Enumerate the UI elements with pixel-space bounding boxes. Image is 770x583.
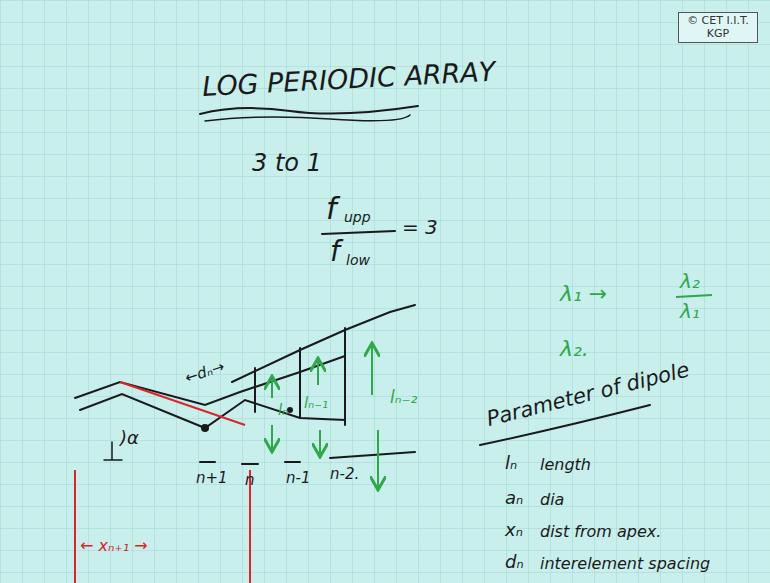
- green-arrows: [272, 295, 712, 488]
- frequency-symbol: f: [330, 237, 340, 268]
- title-underline: [205, 115, 410, 121]
- dipole-element: [254, 368, 256, 412]
- length-arrow: [317, 360, 319, 385]
- length-label: lₙ₋₁: [304, 395, 328, 412]
- subscript: upp: [344, 210, 371, 225]
- ratio-note: 3 to 1: [252, 150, 322, 176]
- red-line: [120, 382, 245, 425]
- dipole-lower-halves: [200, 452, 415, 464]
- element-index: n-1: [286, 470, 310, 487]
- apex-dot: [201, 424, 209, 432]
- envelope-line: [232, 305, 415, 382]
- dipole-element: [344, 328, 346, 425]
- wavelength-label: λ₁: [680, 300, 700, 322]
- frequency-symbol: f: [326, 192, 337, 225]
- length-arrow: [377, 430, 379, 488]
- subscript: low: [346, 253, 370, 268]
- wavelength-label: λ₂.: [560, 337, 589, 361]
- length-label: lₙ: [278, 402, 288, 419]
- parameter-name: length: [540, 456, 591, 474]
- fraction-bar: [676, 295, 712, 297]
- title-underline: [200, 106, 418, 114]
- length-arrow: [271, 425, 273, 450]
- element-index: n-2.: [330, 466, 359, 483]
- element-index: n: [245, 472, 255, 489]
- length-arrow: [271, 378, 273, 398]
- wavelength-label: λ₂: [680, 270, 700, 292]
- dipole-element: [299, 348, 301, 418]
- red-strokes: [75, 382, 250, 583]
- angle-mark: [104, 442, 122, 460]
- dimension-extent: [75, 470, 250, 583]
- feed-line: [80, 394, 345, 428]
- parameter-symbol: xₙ: [505, 520, 523, 540]
- fraction-bar: [322, 231, 395, 234]
- parameter-symbol: aₙ: [505, 488, 523, 508]
- length-label: lₙ₋₂: [390, 388, 417, 407]
- angle-label: )α: [120, 428, 139, 448]
- parameter-name: dist from apex.: [540, 523, 661, 541]
- parameter-symbol: lₙ: [505, 453, 517, 473]
- element-index: n+1: [196, 470, 228, 487]
- length-arrow: [319, 430, 321, 455]
- copyright-text: © CET I.I.T. KGP: [685, 15, 751, 40]
- wavelength-label: λ₁ →: [560, 282, 607, 306]
- parameter-name: interelement spacing: [540, 555, 710, 573]
- copyright-box: © CET I.I.T. KGP: [678, 12, 758, 43]
- equation-value: = 3: [402, 216, 438, 238]
- parameter-symbol: dₙ: [505, 552, 524, 572]
- parameter-name: dia: [540, 491, 564, 509]
- distance-label: ← xₙ₊₁ →: [80, 537, 148, 555]
- length-arrow: [371, 345, 373, 395]
